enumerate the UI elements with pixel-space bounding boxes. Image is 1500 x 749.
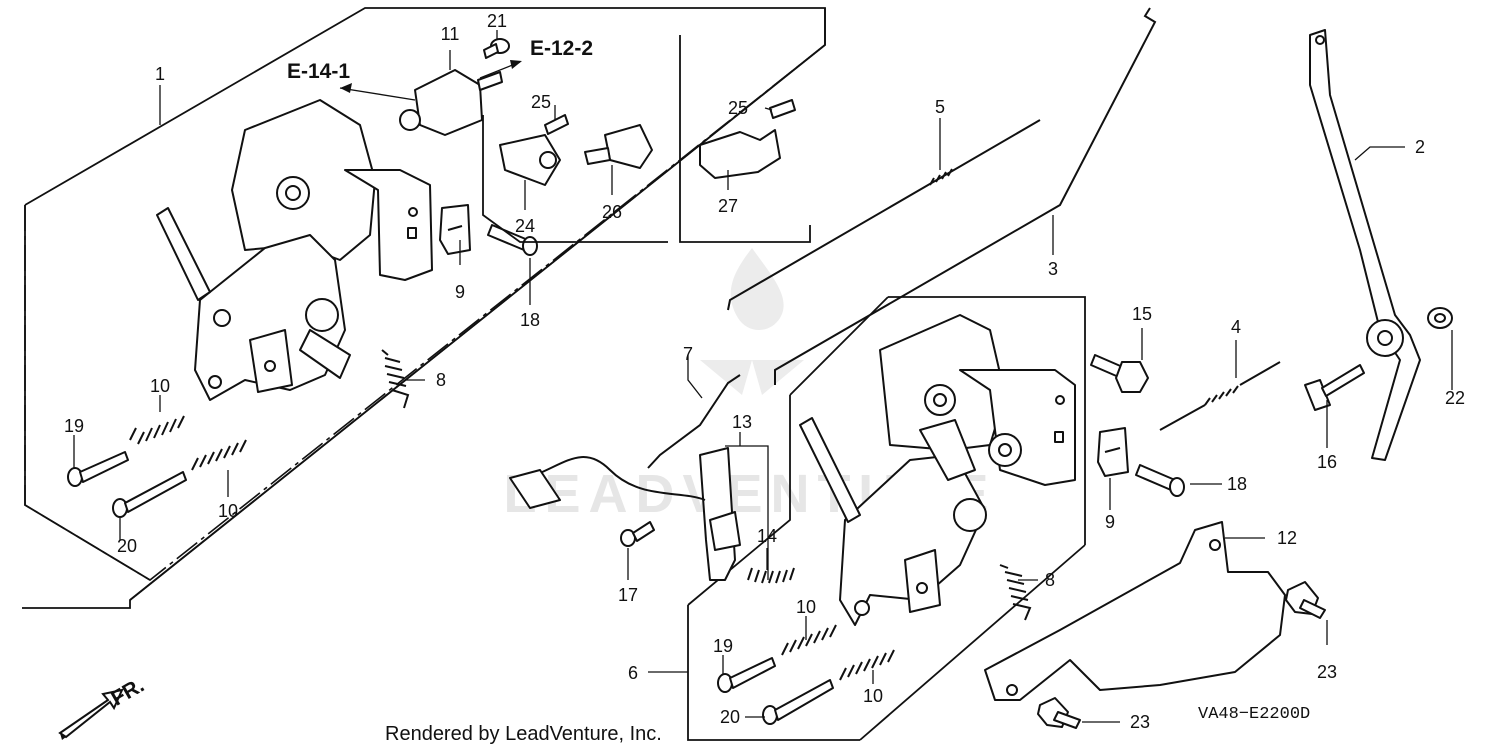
callout-8-left: 8 (436, 370, 446, 390)
callout-18-left: 18 (520, 310, 540, 330)
spring-4 (1159, 361, 1281, 431)
callout-5: 5 (935, 97, 945, 117)
callout-24: 24 (515, 216, 535, 236)
callout-labels: 1 2 3 4 5 6 7 8 8 9 9 10 10 10 10 11 12 … (64, 11, 1465, 745)
callout-3: 3 (1048, 259, 1058, 279)
callout-13: 13 (732, 412, 752, 432)
callout-14: 14 (757, 526, 777, 546)
callout-20-left: 20 (117, 536, 137, 556)
switch-13 (509, 447, 741, 581)
left-assembly-frame (22, 7, 826, 609)
footer-credit: Rendered by LeadVenture, Inc. (385, 723, 662, 745)
rod-5 (727, 119, 1041, 311)
callout-17: 17 (618, 585, 638, 605)
ref-e-12-2: E-12-2 (530, 37, 593, 60)
spring-10-left-upper (129, 415, 185, 445)
callout-10-a: 10 (150, 376, 170, 396)
clip-9-right (1097, 427, 1129, 477)
cable-7 (647, 374, 741, 469)
callout-8-right: 8 (1045, 570, 1055, 590)
screw-20-left (112, 471, 187, 518)
inset-frame-27 (679, 35, 811, 243)
knob-27 (699, 129, 781, 179)
screw-18-right (1135, 464, 1185, 497)
callout-25-a: 25 (531, 92, 551, 112)
callout-20-right: 20 (720, 707, 740, 727)
spring-14 (747, 567, 795, 584)
callout-15: 15 (1132, 304, 1152, 324)
control-bracket-left (156, 99, 433, 401)
spring-10-left-lower (191, 439, 247, 471)
screw-21 (483, 38, 510, 59)
callout-12: 12 (1277, 528, 1297, 548)
arm-2 (1309, 29, 1421, 461)
bolt-15 (1090, 354, 1149, 393)
callout-11: 11 (441, 24, 460, 44)
spring-10-right-lower (839, 649, 895, 681)
screw-25-a (544, 114, 569, 135)
callout-9-right: 9 (1105, 512, 1115, 532)
throttle-rod-3 (774, 7, 1157, 385)
callout-10-c: 10 (796, 597, 816, 617)
callout-9-left: 9 (455, 282, 465, 302)
fr-direction-arrow-icon (58, 688, 124, 740)
callout-23-b: 23 (1130, 712, 1150, 732)
bolt-23-top (1285, 581, 1326, 619)
lever-cap-24 (499, 134, 561, 186)
callout-6: 6 (628, 663, 638, 683)
callout-10-b: 10 (218, 501, 238, 521)
callout-21: 21 (487, 11, 507, 31)
callout-10-d: 10 (863, 686, 883, 706)
callout-23-a: 23 (1317, 662, 1337, 682)
leader-lines (73, 30, 1453, 723)
pin-16 (1304, 364, 1365, 411)
screw-19-right (717, 657, 776, 693)
screw-25-b (769, 99, 796, 119)
screw-19-left (67, 451, 129, 487)
screw-20-right (762, 679, 834, 725)
spring-8-left (381, 349, 410, 409)
spring-10-right-upper (781, 624, 837, 656)
callout-7: 7 (683, 344, 693, 364)
callout-18-right: 18 (1227, 474, 1247, 494)
screw-17 (620, 521, 655, 547)
callout-19-left: 19 (64, 416, 84, 436)
ref-arrows (339, 60, 522, 101)
callout-19-right: 19 (713, 636, 733, 656)
callout-22: 22 (1445, 388, 1465, 408)
callout-4: 4 (1231, 317, 1241, 337)
callout-26: 26 (602, 202, 622, 222)
knob-26 (584, 124, 653, 169)
diagram-code: VA48−E2200D (1198, 705, 1310, 724)
nut-22 (1427, 307, 1453, 329)
callout-27: 27 (718, 196, 738, 216)
control-bracket-right (799, 314, 1076, 626)
inset-frame-24-26 (482, 115, 668, 243)
bolt-23-bottom (1037, 697, 1081, 729)
clip-9-left (439, 204, 471, 255)
ref-e-14-1: E-14-1 (287, 60, 350, 83)
plate-12 (984, 521, 1286, 701)
cable-clamp-11 (399, 69, 503, 136)
callout-1: 1 (155, 64, 165, 84)
callout-16: 16 (1317, 452, 1337, 472)
callout-2: 2 (1415, 137, 1425, 157)
callout-25-b: 25 (728, 98, 748, 118)
spring-8-right (999, 564, 1032, 621)
